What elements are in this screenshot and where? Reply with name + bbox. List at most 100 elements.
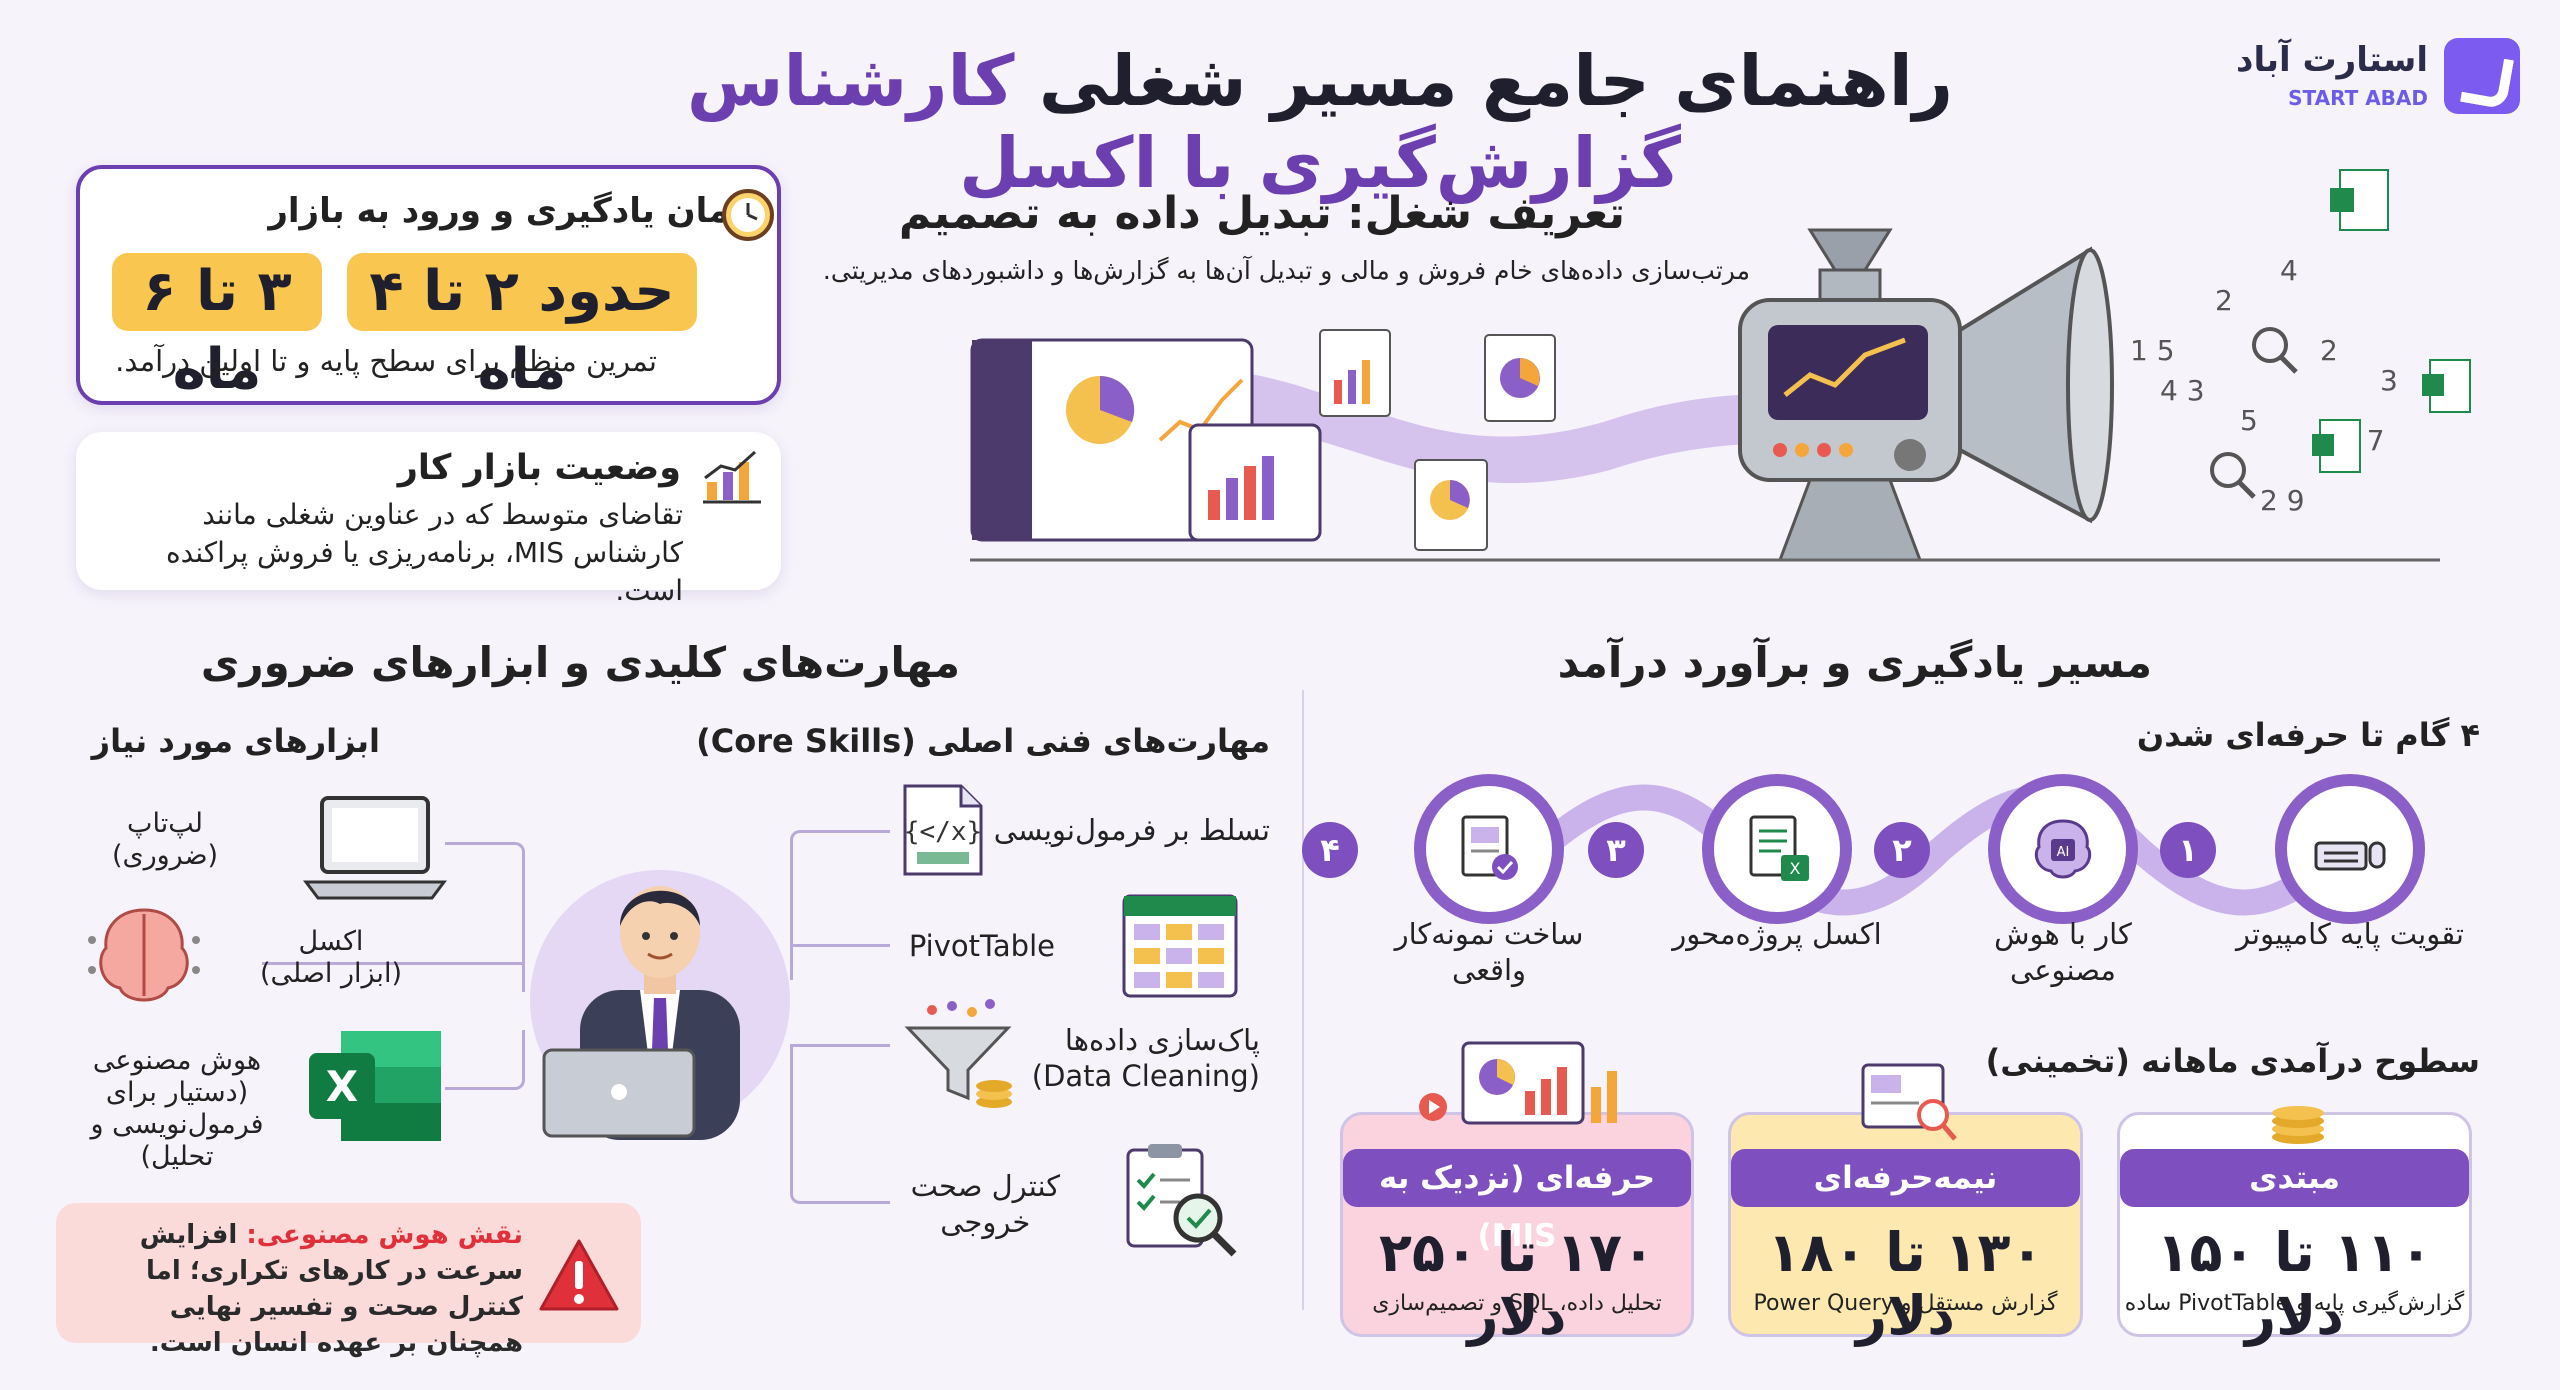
step-1-label: تقویت پایه کامپیوتر (2236, 917, 2464, 951)
step-2-label: کار با هوش مصنوعی (1994, 917, 2132, 987)
income-value-professional: ۱۷۰ تا ۲۵۰ دلار (1379, 1221, 1655, 1347)
portfolio-document-icon (1461, 815, 1518, 880)
income-note-beginner: گزارش‌گیری پایه و PivotTable ساده (2124, 1291, 2465, 1316)
learning-time-range-a: حدود ۲ تا ۴ ماه (347, 253, 697, 402)
income-card-intermediate: نیمه‌حرفه‌ای ۱۳۰ تا ۱۸۰ دلار گزارش مستقل… (1728, 1063, 2083, 1347)
ai-role-body: افزایش سرعت در کارهای تکراری؛ اما کنترل … (139, 1220, 523, 1358)
connector-line (790, 1044, 890, 1047)
learning-time-title: زمان یادگیری و ورود به بازار (268, 191, 749, 231)
connector-line (445, 842, 525, 992)
svg-text:{</x}: {</x} (904, 817, 982, 847)
step-3-ring: X (1702, 774, 1852, 924)
job-definition-body: مرتب‌سازی داده‌های خام فروش و مالی و تبد… (822, 256, 1750, 285)
svg-text:2: 2 (2215, 284, 2233, 317)
income-value-intermediate: ۱۳۰ تا ۱۸۰ دلار (1767, 1221, 2044, 1347)
svg-text:2: 2 (2320, 334, 2338, 367)
income-note-professional: تحلیل داده، SQL و تصمیم‌سازی (1372, 1291, 1662, 1316)
income-level-professional: حرفه‌ای (نزدیک به MIS) (1343, 1149, 1691, 1254)
core-skill-output-validation-line1: کنترل صحت (910, 1169, 1060, 1203)
ai-role-title: نقش هوش مصنوعی: (246, 1220, 523, 1250)
core-skill-output-validation-line2: خروجی (940, 1205, 1031, 1239)
section-divider (1302, 690, 1304, 1310)
logo-mark-icon (2444, 38, 2520, 114)
connector-line (445, 1030, 525, 1090)
tool-ai-line2: (دستیار برای (105, 1077, 249, 1108)
job-definition-title: تعریف شغل: تبدیل داده به تصمیم (898, 188, 1625, 239)
tool-ai: هوش مصنوعی (دستیار برای فرمول‌نویسی و تح… (62, 1045, 292, 1173)
keyboard-mouse-icon (2314, 841, 2386, 871)
analyst-person-illustration (520, 840, 800, 1144)
step-1-number: ۱ (2160, 822, 2216, 878)
core-skill-formulas: تسلط بر فرمول‌نویسی (993, 813, 1270, 847)
core-skill-output-validation: کنترل صحت خروجی (911, 1168, 1060, 1240)
core-skill-data-cleaning: پاک‌سازی داده‌ها (Data Cleaning) (1032, 1022, 1260, 1094)
laptop-icon (300, 790, 450, 914)
dashboard-chart-icon (1413, 1037, 1623, 1149)
warning-icon (537, 1237, 621, 1317)
svg-text:3: 3 (2380, 364, 2398, 397)
income-level-beginner: مبتدی (2120, 1149, 2469, 1207)
connector-line (790, 1044, 890, 1204)
data-funnel-icon (902, 998, 1022, 1122)
tool-laptop: لپ‌تاپ (ضروری) (100, 808, 230, 872)
connector-line (790, 830, 890, 980)
learning-steps: ۱ تقویت پایه کامپیوتر AI ۲ کار با هوش مص… (1302, 760, 2500, 1040)
step-3-number: ۳ (1588, 822, 1644, 878)
income-value-beginner: ۱۱۰ تا ۱۵۰ دلار (2156, 1221, 2433, 1347)
step-1-ring (2275, 774, 2425, 924)
ai-role-text: نقش هوش مصنوعی: افزایش سرعت در کارهای تک… (73, 1217, 523, 1361)
connector-line (790, 944, 890, 947)
excel-checklist-icon: X (1749, 815, 1809, 881)
learning-time-note: تمرین منظم برای سطح پایه و تا اولین درآم… (115, 344, 657, 378)
page-title-highlight: کارشناس گزارش‌گیری با اکسل (686, 40, 1681, 204)
income-level-intermediate: نیمه‌حرفه‌ای (1731, 1149, 2080, 1207)
job-market-card: وضعیت بازار کار تقاضای متوسط که در عناوی… (76, 432, 781, 607)
svg-text:2 9: 2 9 (2260, 484, 2305, 517)
core-skill-data-cleaning-line2: (Data Cleaning) (1031, 1059, 1260, 1093)
tool-ai-line3: فرمول‌نویسی و تحلیل) (90, 1109, 264, 1172)
core-skills-heading: مهارت‌های فنی اصلی (Core Skills) (696, 722, 1270, 760)
logo-text-en: START ABAD (2288, 86, 2428, 110)
excel-logo-icon: X (305, 1025, 445, 1149)
pivot-table-icon (1120, 892, 1240, 1006)
step-4-label: ساخت نمونه‌کار واقعی (1394, 917, 1584, 987)
tool-laptop-line2: (ضروری) (111, 840, 219, 871)
svg-text:1 5: 1 5 (2130, 334, 2175, 367)
step-2-ring: AI (1988, 774, 2138, 924)
tool-excel: اکسل (ابزار اصلی) (256, 926, 406, 990)
brand-logo[interactable]: استارت آباد START ABAD (2220, 34, 2520, 124)
learning-time-card: زمان یادگیری و ورود به بازار حدود ۲ تا ۴… (76, 165, 781, 405)
step-3-label: اکسل پروژه‌محور (1672, 917, 1882, 951)
svg-text:4: 4 (2280, 254, 2298, 287)
svg-text:5: 5 (2240, 404, 2258, 437)
core-skill-pivottable: PivotTable (908, 929, 1055, 963)
step-4-ring (1414, 774, 1564, 924)
growth-chart-icon (701, 448, 763, 508)
tool-excel-line2: (ابزار اصلی) (260, 958, 402, 989)
skills-section-heading: مهارت‌های کلیدی و ابزارهای ضروری (200, 638, 960, 687)
svg-text:X: X (1790, 859, 1801, 878)
tool-excel-line1: اکسل (298, 926, 364, 957)
tools-heading: ابزارهای مورد نیاز (91, 722, 380, 760)
income-heading: سطوح درآمدی ماهانه (تخمینی) (1985, 1042, 2480, 1080)
core-skill-data-cleaning-line1: پاک‌سازی داده‌ها (1064, 1023, 1260, 1057)
income-note-intermediate: گزارش مستقل و Power Query (1753, 1291, 2058, 1316)
page-title-main: راهنمای جامع مسیر شغلی (1038, 40, 1954, 122)
learning-section-heading: مسیر یادگیری و برآورد درآمد (1557, 638, 2152, 687)
ai-role-note: نقش هوش مصنوعی: افزایش سرعت در کارهای تک… (56, 1203, 641, 1358)
steps-heading: ۴ گام تا حرفه‌ای شدن (2136, 716, 2480, 754)
brain-circuit-icon (84, 900, 204, 1024)
clock-icon (720, 187, 776, 247)
connector-line (262, 962, 525, 965)
step-2-number: ۲ (1874, 822, 1930, 878)
checklist-magnifier-icon (1120, 1140, 1240, 1264)
svg-text:X: X (326, 1062, 358, 1111)
job-market-body: تقاضای متوسط که در عناوین شغلی مانند کار… (165, 498, 683, 607)
tool-laptop-line1: لپ‌تاپ (127, 808, 203, 839)
logo-text-fa: استارت آباد (2236, 40, 2428, 80)
income-card-professional: حرفه‌ای (نزدیک به MIS) ۱۷۰ تا ۲۵۰ دلار ت… (1340, 1041, 1694, 1347)
svg-text:AI: AI (2057, 845, 2070, 860)
coins-icon (2268, 1101, 2328, 1149)
formula-file-icon: {</x} (895, 780, 991, 884)
